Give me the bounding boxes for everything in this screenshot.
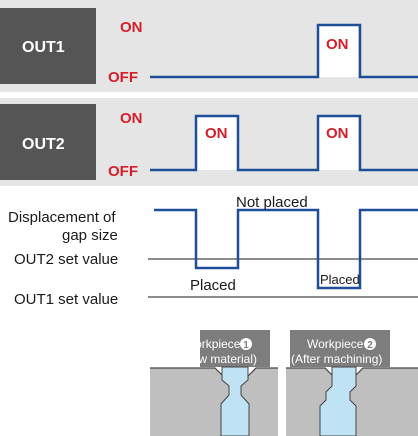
workpiece-1-nozzle [220,366,250,436]
workpiece-1-desc: (Raw material) [179,352,257,366]
displacement-label-line2: gap size [62,227,118,244]
workpiece-2-number: 2 [367,340,373,351]
workpiece-1-body [150,368,278,436]
workpiece-2-title: Workpiece [307,337,364,351]
placed-right-label: Placed [320,272,360,287]
out2-on-label: ON [120,110,143,127]
out1-name: OUT1 [22,39,65,56]
workpiece-2: Workpiece 2 (After machining) [286,330,418,436]
out1-on-label: ON [120,19,143,36]
out2-box [0,104,96,180]
not-placed-label: Not placed [236,194,308,211]
out2-pulse2-fill [318,116,358,170]
workpiece-1-title: Workpiece [184,337,241,351]
workpiece-2-nozzle [319,366,357,436]
out2-set-value-label: OUT2 set value [14,251,118,268]
out2-signal [150,114,418,172]
workpiece-1-part [200,330,270,367]
out1-off-label: OFF [108,69,138,86]
placed-left-label: Placed [190,277,236,294]
out2-pulse1-label: ON [205,125,228,142]
out2-pulse2-label: ON [326,125,349,142]
workpiece-2-number-badge [364,338,376,350]
out2-pulse1-fill [196,116,238,170]
out2-name: OUT2 [22,136,65,153]
out1-box [0,8,96,84]
out1-pulse-fill [318,25,358,77]
displacement-signal [154,208,418,290]
out2-off-label: OFF [108,163,138,180]
workpiece-1-number: 1 [243,340,249,351]
out1-pulse-label: ON [326,36,349,53]
workpiece-1-number-badge [240,338,252,350]
out1-signal [150,23,418,79]
out1-set-value-label: OUT1 set value [14,291,118,308]
displacement-label-line1: Displacement of [8,209,116,226]
workpiece-2-part [290,330,390,367]
workpiece-1: Workpiece 1 (Raw material) [150,330,278,436]
workpiece-2-desc: (After machining) [291,352,382,366]
